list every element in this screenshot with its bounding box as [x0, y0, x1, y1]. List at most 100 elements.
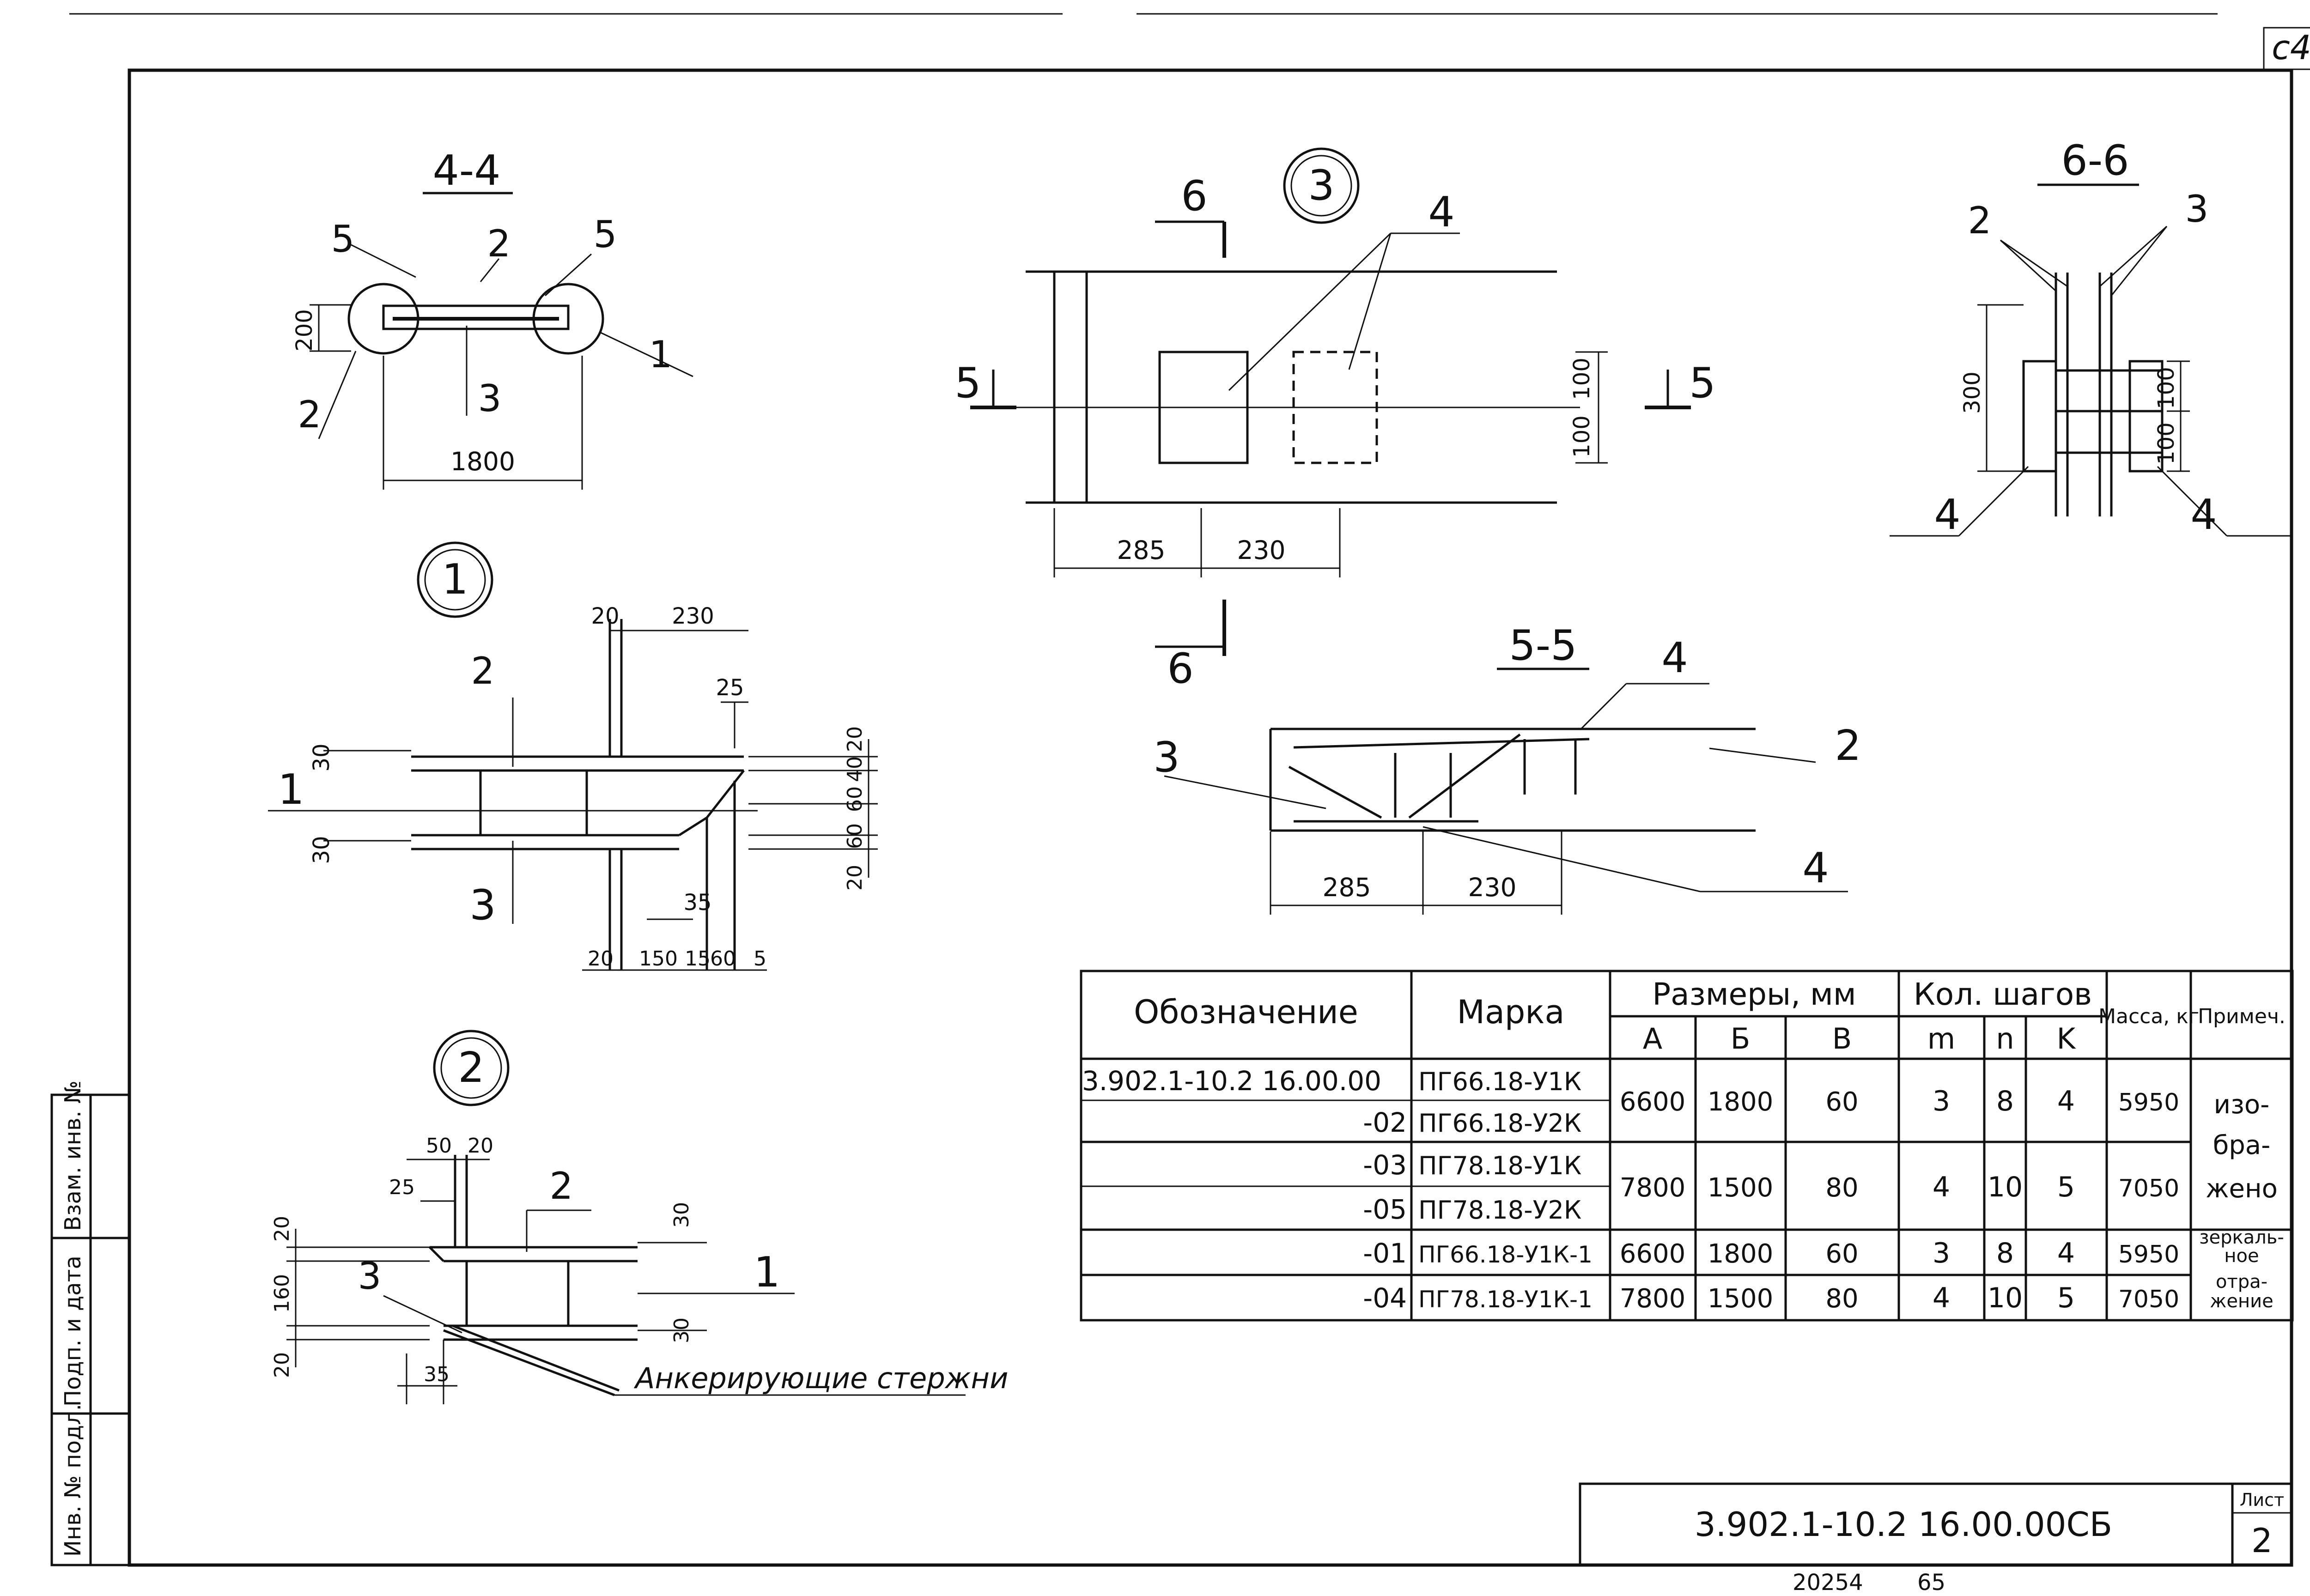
group-1-m: 3 — [1933, 1085, 1950, 1117]
table-header-steps: Кол. шагов — [1914, 977, 2092, 1012]
s66-dim-100-a: 100 — [2153, 367, 2179, 409]
n2-dim-25: 25 — [389, 1176, 415, 1199]
v3-dim-230: 230 — [1237, 535, 1286, 565]
group-4-B: 1500 — [1708, 1284, 1774, 1314]
group-4-n: 10 — [1988, 1282, 2023, 1314]
sheet-frame: c4 — [69, 13, 2310, 1567]
n1-dim-60-r2: 60 — [843, 823, 867, 849]
n1-pos-3: 3 — [469, 881, 496, 929]
group-3-mass: 5950 — [2118, 1241, 2179, 1268]
side-stamp: Инв. № подл. Подп. и дата Взам. инв. № — [50, 1080, 131, 1566]
table-header-sizes: Размеры, мм — [1652, 977, 1856, 1012]
s44-pos-2-top: 2 — [487, 222, 511, 265]
section-6-6-title: 6-6 — [2061, 136, 2129, 185]
table-sub-m: m — [1927, 1022, 1955, 1056]
s44-dim-200: 200 — [292, 309, 317, 352]
s44-pos-5-right: 5 — [594, 213, 617, 256]
section-5-5-title: 5-5 — [1509, 621, 1577, 670]
sheet-corner-number: c4 — [2272, 28, 2310, 67]
s55-dim-230: 230 — [1468, 873, 1517, 902]
v3-dim-100-b: 100 — [1569, 415, 1595, 458]
n1-pos-2: 2 — [471, 649, 495, 692]
s44-pos-3: 3 — [478, 377, 502, 420]
table-header-designation: Обозначение — [1134, 993, 1358, 1031]
n2-dim-20-top: 20 — [468, 1134, 493, 1158]
s44-dim-1800: 1800 — [450, 447, 515, 476]
s44-pos-1: 1 — [649, 333, 673, 376]
group-2-B: 1500 — [1708, 1173, 1774, 1203]
n2-dim-50: 50 — [426, 1134, 452, 1158]
n1-dim-150: 150 — [639, 947, 678, 971]
n1-dim-25: 25 — [716, 675, 744, 701]
s44-pos-5-left: 5 — [331, 218, 355, 261]
group-4-mass: 7050 — [2118, 1286, 2179, 1313]
table-row-6-mark: ПГ78.18-У1К-1 — [1418, 1286, 1593, 1313]
title-block-designation: 3.902.1-10.2 16.00.00СБ — [1695, 1505, 2112, 1544]
table-sub-B: Б — [1731, 1022, 1751, 1056]
n2-dim-20-l2: 20 — [270, 1352, 294, 1378]
group-3-m: 3 — [1933, 1237, 1950, 1269]
title-block-sheet-label: Лист — [2240, 1490, 2284, 1510]
group-4-V: 80 — [1825, 1284, 1858, 1314]
table-sub-n: n — [1996, 1022, 2014, 1056]
group-1-K: 4 — [2057, 1085, 2075, 1117]
detail-mark-3: 3 — [1308, 161, 1334, 210]
group-2-m: 4 — [1933, 1171, 1950, 1203]
detail-mark-2: 2 — [458, 1044, 484, 1092]
n2-pos-2: 2 — [550, 1165, 573, 1208]
n2-dim-30-bottom: 30 — [670, 1317, 693, 1343]
v3-pos-5-right: 5 — [1689, 359, 1715, 407]
side-stamp-inv-no: Инв. № подл. — [60, 1404, 86, 1557]
group-3-V: 60 — [1825, 1239, 1858, 1269]
note-line-6: отра- — [2216, 1271, 2267, 1293]
n1-dim-60-bottom: 60 — [710, 947, 736, 971]
s66-pos-2: 2 — [1968, 199, 1992, 242]
n1-dim-15: 15 — [685, 947, 711, 971]
table-row-3-designation: -03 — [1363, 1149, 1407, 1181]
table-row-6-designation: -04 — [1363, 1282, 1407, 1314]
section-6-6: 6-6 300 100 100 2 3 4 4 — [1890, 136, 2292, 539]
v3-dim-285: 285 — [1117, 535, 1166, 565]
group-4-A: 7800 — [1620, 1284, 1686, 1314]
group-1-V: 60 — [1825, 1087, 1858, 1117]
s55-pos-2: 2 — [1835, 722, 1861, 770]
table-header-mark: Марка — [1457, 993, 1565, 1031]
group-3-A: 6600 — [1620, 1239, 1686, 1269]
group-2-n: 10 — [1988, 1171, 2023, 1203]
n1-dim-30-top: 30 — [309, 743, 334, 771]
n1-dim-35: 35 — [683, 890, 711, 916]
group-3-n: 8 — [1996, 1237, 2014, 1269]
n2-dim-20-l1: 20 — [270, 1216, 294, 1242]
table-header-mass: Масса, кг — [2098, 1005, 2199, 1028]
v3-pos-6-top: 6 — [1181, 172, 1207, 220]
s55-pos-4-bottom: 4 — [1802, 844, 1829, 892]
n1-dim-20-bottom: 20 — [588, 947, 614, 971]
group-2-mass: 7050 — [2118, 1175, 2179, 1202]
n2-dim-30-top: 30 — [670, 1202, 693, 1228]
side-stamp-replacement: Взам. инв. № — [60, 1080, 86, 1231]
table-row-4-designation: -05 — [1363, 1194, 1407, 1225]
s55-pos-4-top: 4 — [1661, 634, 1688, 682]
group-2-V: 80 — [1825, 1173, 1858, 1203]
table-row-2-mark: ПГ66.18-У2К — [1418, 1109, 1581, 1138]
table-sub-A: А — [1643, 1022, 1662, 1056]
group-3-K: 4 — [2057, 1237, 2075, 1269]
footer-left-number: 20254 — [1793, 1570, 1863, 1594]
group-4-K: 5 — [2057, 1282, 2075, 1314]
group-2-A: 7800 — [1620, 1173, 1686, 1203]
s55-dim-285: 285 — [1323, 873, 1371, 902]
note-line-3: жено — [2206, 1174, 2278, 1204]
v3-pos-5-left: 5 — [954, 359, 981, 407]
section-5-5: 5-5 3 4 2 4 285 230 — [1153, 621, 1861, 915]
n2-dim-35: 35 — [424, 1363, 450, 1386]
section-4-4-title: 4-4 — [433, 146, 501, 195]
s44-pos-2-bottom: 2 — [298, 393, 322, 436]
n1-pos-1: 1 — [278, 765, 304, 814]
n1-dim-40-r: 40 — [843, 756, 867, 782]
note-line-5: ное — [2224, 1245, 2259, 1267]
n1-dim-30-bottom: 30 — [309, 836, 334, 864]
section-4-4: 4-4 5 2 5 1 2 3 200 1800 — [292, 146, 693, 490]
group-3-B: 1800 — [1708, 1239, 1774, 1269]
